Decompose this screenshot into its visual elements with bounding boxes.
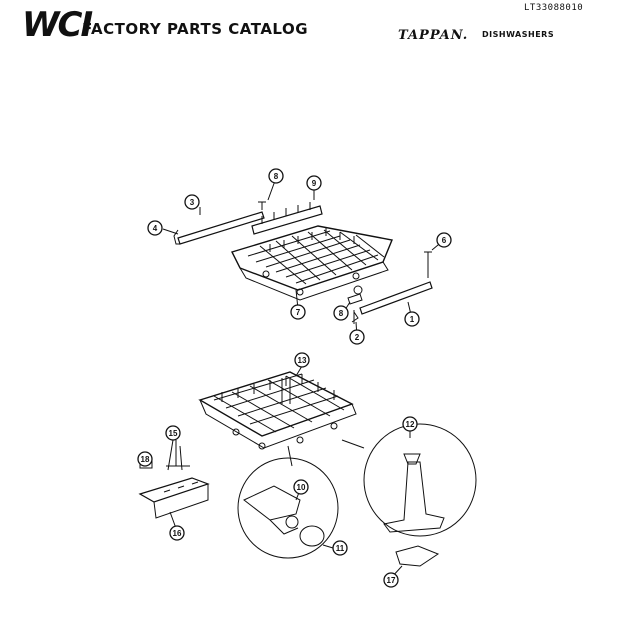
- callout-circle: [147, 220, 163, 236]
- callout-circle: [436, 232, 452, 248]
- callout-label: 12: [406, 420, 415, 429]
- upper-rack: [162, 177, 445, 338]
- callout-label: 18: [141, 455, 150, 464]
- callout-18: 18: [137, 451, 153, 467]
- callout-12: 12: [402, 416, 418, 432]
- callout-circle: [184, 194, 200, 210]
- callout-circle: [404, 311, 420, 327]
- model-number: LT33088010: [524, 3, 584, 13]
- callout-circle: [306, 175, 322, 191]
- callout-circle: [402, 416, 418, 432]
- callout-17: 17: [383, 572, 399, 588]
- callout-label: 8: [274, 172, 279, 181]
- callout-label: 13: [298, 356, 307, 365]
- callout-label: 2: [355, 333, 360, 342]
- callout-label: 6: [442, 236, 447, 245]
- callout-13: 13: [294, 352, 310, 368]
- callout-label: 10: [297, 483, 306, 492]
- callout-11: 11: [332, 540, 348, 556]
- callout-3: 3: [184, 194, 200, 210]
- callout-9: 9: [306, 175, 322, 191]
- catalog-title: FACTORY PARTS CATALOG: [82, 20, 309, 38]
- callout-circle: [332, 540, 348, 556]
- callout-8: 8: [268, 168, 284, 184]
- callout-label: 15: [169, 429, 178, 438]
- callout-16: 16: [169, 525, 185, 541]
- callout-circle: [383, 572, 399, 588]
- callout-circle: [349, 329, 365, 345]
- callout-label: 16: [173, 529, 182, 538]
- spray-support-detail: [341, 423, 477, 579]
- callout-7: 7: [290, 304, 306, 320]
- callout-label: 9: [312, 179, 317, 188]
- callout-circle: [294, 352, 310, 368]
- lower-rack: [198, 365, 357, 450]
- callout-label: 8: [339, 309, 344, 318]
- callout-label: 3: [190, 198, 195, 207]
- callout-2: 2: [349, 329, 365, 345]
- callout-4: 4: [147, 220, 163, 236]
- callout-15: 15: [165, 425, 181, 441]
- brand-name: TAPPAN.: [398, 28, 469, 43]
- category-label: DISHWASHERS: [482, 30, 555, 39]
- callout-6: 6: [436, 232, 452, 248]
- callout-8: 8: [333, 305, 349, 321]
- callout-circle: [333, 305, 349, 321]
- wheel-detail: [237, 445, 339, 559]
- callout-10: 10: [293, 479, 309, 495]
- callout-label: 1: [410, 315, 415, 324]
- callout-circle: [137, 451, 153, 467]
- callout-1: 1: [404, 311, 420, 327]
- callout-label: 11: [336, 544, 345, 553]
- callout-label: 7: [296, 308, 301, 317]
- callout-circle: [290, 304, 306, 320]
- callout-circle: [169, 525, 185, 541]
- callout-circle: [268, 168, 284, 184]
- callout-circle: [293, 479, 309, 495]
- callout-label: 4: [153, 224, 158, 233]
- wci-logo: WCI: [22, 5, 93, 45]
- callout-label: 17: [387, 576, 396, 585]
- callout-circle: [165, 425, 181, 441]
